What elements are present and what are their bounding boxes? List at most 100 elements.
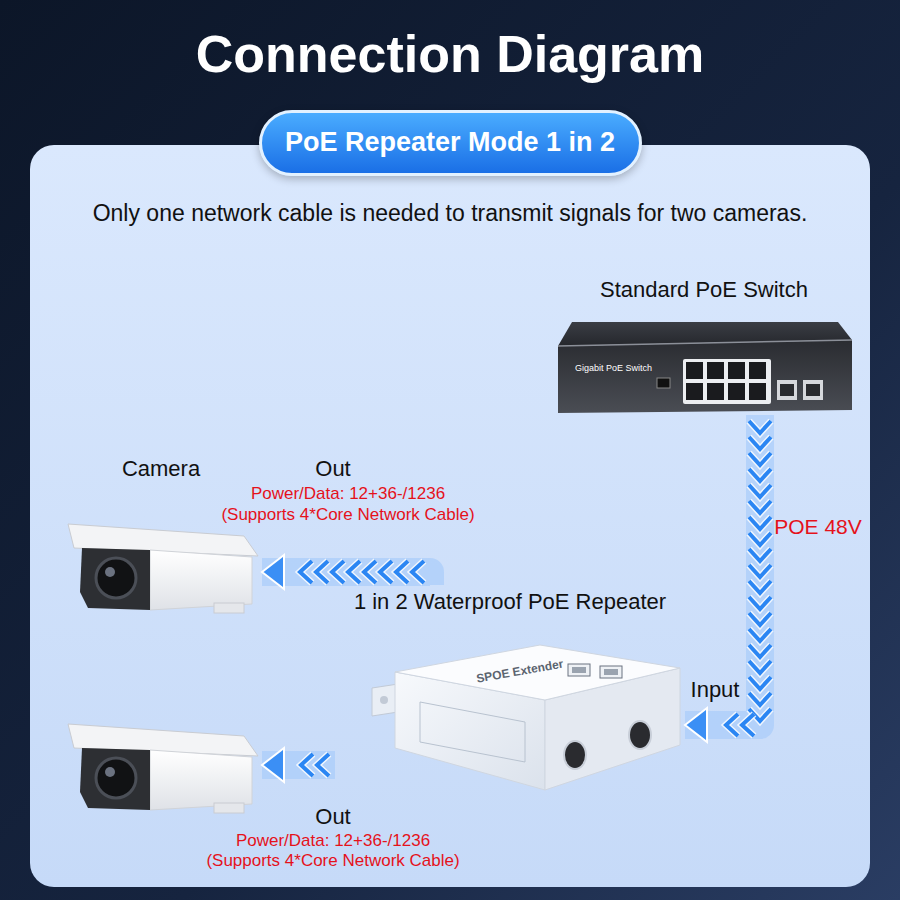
poe-repeater-illustration-part bbox=[629, 721, 651, 749]
poe-switch-illustration-part bbox=[558, 340, 852, 346]
chevron bbox=[332, 561, 344, 583]
mode-banner: PoE Repeater Mode 1 in 2 bbox=[259, 110, 642, 176]
camera-illustration-part bbox=[150, 750, 252, 810]
camera-illustration-part bbox=[214, 603, 244, 613]
camera-illustration-part bbox=[80, 548, 150, 610]
chevron-outline bbox=[332, 561, 344, 583]
subtitle: Only one network cable is needed to tran… bbox=[93, 200, 808, 226]
chevron-outline bbox=[749, 693, 771, 705]
poe-repeater-illustration-part bbox=[564, 741, 586, 769]
poe-switch-illustration-part bbox=[777, 380, 797, 400]
chevron-outline bbox=[749, 629, 771, 641]
chevron-outline bbox=[316, 561, 328, 583]
poe-repeater-illustration-part bbox=[568, 664, 590, 676]
chevron bbox=[749, 629, 771, 641]
chevron bbox=[749, 501, 771, 513]
poe-repeater: 1 in 2 Waterproof PoE RepeaterSPOE Exten… bbox=[335, 585, 685, 800]
poe-switch-illustration-part bbox=[686, 362, 703, 379]
arrow-head bbox=[262, 748, 284, 782]
chevron bbox=[749, 565, 771, 577]
chevron-outline bbox=[396, 561, 408, 583]
chevron bbox=[749, 677, 771, 689]
connector-arrow bbox=[262, 555, 430, 589]
poe-switch: Standard PoE SwitchGigabit PoE Switch bbox=[555, 275, 853, 415]
port-spec: Power/Data: 12+36-/1236 bbox=[251, 484, 445, 504]
port-name: Out bbox=[315, 804, 350, 829]
poe-switch-illustration-part bbox=[749, 383, 766, 400]
chevron bbox=[749, 517, 771, 529]
poe-switch-illustration-part bbox=[657, 378, 670, 388]
camera-illustration-part bbox=[96, 558, 136, 598]
voltage-label: POE 48V bbox=[774, 515, 862, 539]
chevron-outline bbox=[742, 714, 754, 736]
device-print: Gigabit PoE Switch bbox=[575, 363, 652, 373]
chevron bbox=[749, 453, 771, 465]
chevron-outline bbox=[348, 561, 360, 583]
poe-switch-illustration-part bbox=[707, 362, 724, 379]
poe-repeater-illustration-part bbox=[600, 666, 622, 678]
camera-illustration-part bbox=[214, 803, 244, 813]
chevron-outline bbox=[749, 613, 771, 625]
chevron bbox=[749, 693, 771, 705]
chevron-outline bbox=[726, 714, 738, 736]
camera-illustration bbox=[68, 724, 258, 813]
chevron bbox=[749, 661, 771, 673]
chevron-outline bbox=[364, 561, 376, 583]
chevron-outline bbox=[749, 581, 771, 593]
chevron bbox=[412, 561, 424, 583]
connector-arrow bbox=[262, 748, 335, 782]
device-heading: 1 in 2 Waterproof PoE Repeater bbox=[354, 589, 666, 614]
poe-switch-illustration-part bbox=[728, 383, 745, 400]
chevron bbox=[749, 581, 771, 593]
poe-repeater-illustration-part bbox=[372, 684, 398, 716]
poe-switch-illustration-part bbox=[686, 383, 703, 400]
chevron bbox=[749, 469, 771, 481]
chevron-outline bbox=[749, 677, 771, 689]
chevron-outline bbox=[749, 565, 771, 577]
chevron-outline bbox=[317, 754, 329, 776]
chevron bbox=[300, 561, 312, 583]
chevron bbox=[749, 549, 771, 561]
chevron bbox=[380, 561, 392, 583]
poe-switch-illustration-part bbox=[780, 384, 794, 396]
chevron-outline bbox=[749, 533, 771, 545]
poe-switch-illustration-part bbox=[558, 340, 852, 413]
device-heading: Camera bbox=[122, 456, 200, 481]
poe-switch-illustration-part bbox=[707, 383, 724, 400]
chevron-outline bbox=[749, 645, 771, 657]
chevron-outline bbox=[749, 549, 771, 561]
chevron-outline bbox=[749, 453, 771, 465]
device-print: SPOE Extender bbox=[475, 658, 564, 687]
arrow-head bbox=[685, 708, 707, 742]
banner-text: PoE Repeater Mode 1 in 2 bbox=[285, 127, 615, 158]
chevron-outline bbox=[749, 437, 771, 449]
camera-illustration-part bbox=[96, 758, 136, 798]
poe-switch-illustration-part bbox=[749, 362, 766, 379]
chevron-outline bbox=[301, 754, 313, 776]
chevron-outline bbox=[749, 469, 771, 481]
chevron bbox=[348, 561, 360, 583]
camera: Camera bbox=[60, 452, 262, 618]
camera-illustration-part bbox=[105, 567, 115, 577]
chevron-outline bbox=[300, 561, 312, 583]
chevron bbox=[749, 533, 771, 545]
port-name: Input bbox=[691, 677, 740, 702]
poe-switch-illustration bbox=[558, 322, 852, 413]
chevron-outline bbox=[749, 661, 771, 673]
chevron-outline bbox=[412, 561, 424, 583]
chevron bbox=[317, 754, 329, 776]
poe-repeater-illustration-part bbox=[380, 696, 388, 704]
poe-repeater-illustration bbox=[372, 645, 680, 790]
chevron bbox=[749, 421, 771, 433]
chevron-outline bbox=[749, 421, 771, 433]
page-title: Connection Diagram bbox=[196, 25, 705, 85]
poe-repeater-illustration-part bbox=[420, 702, 525, 762]
poe-switch-illustration-part bbox=[683, 359, 771, 404]
chevron bbox=[749, 437, 771, 449]
chevron-outline bbox=[749, 501, 771, 513]
cable-note: (Supports 4*Core Network Cable) bbox=[206, 851, 459, 871]
content-panel bbox=[30, 145, 870, 887]
poe-repeater-illustration-part bbox=[395, 645, 680, 700]
chevron bbox=[301, 754, 313, 776]
